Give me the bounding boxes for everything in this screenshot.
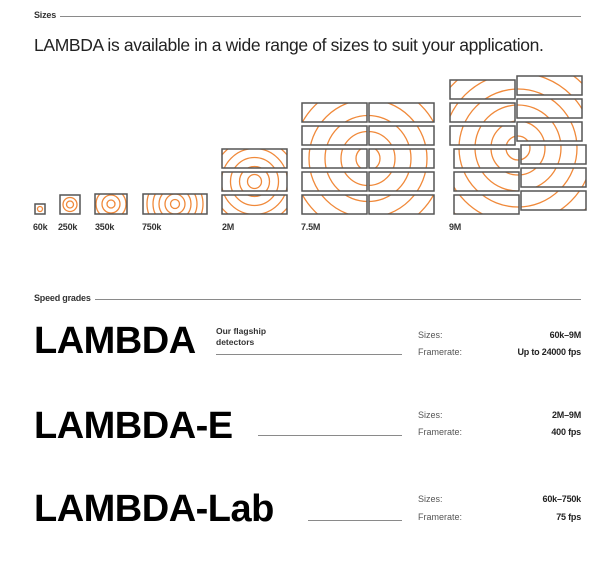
detector-7.5m-rings: [302, 103, 434, 214]
speed-grades-section-heading: Speed grades: [34, 293, 581, 303]
size-label-7.5m: 7.5M: [301, 222, 321, 232]
detector-250k-frame: [59, 194, 81, 215]
spec-framerate: Framerate: 400 fps: [418, 427, 581, 437]
detector-2m-frames: [221, 148, 288, 215]
detector-350k-frame: [94, 193, 128, 215]
size-label-750k: 750k: [142, 222, 162, 232]
grade-divider: [258, 435, 402, 436]
detector-750k-rings: [146, 194, 204, 214]
grade-lambda-lab: LAMBDA-Lab Sizes: 60k–750k Framerate: 75…: [34, 488, 581, 538]
spec-sizes: Sizes: 60k–750k: [418, 494, 581, 504]
detector-60k-frame: [34, 203, 46, 215]
size-label-250k: 250k: [58, 222, 78, 232]
detector-750k-frame: [142, 193, 208, 215]
sizes-heading-label: Sizes: [34, 10, 57, 20]
size-label-350k: 350k: [95, 222, 115, 232]
heading-divider: [94, 299, 581, 300]
grade-name: LAMBDA-E: [34, 405, 233, 447]
detector-250k-rings: [62, 196, 78, 213]
speed-grades-heading-label: Speed grades: [34, 293, 91, 303]
sizes-intro-text: LAMBDA is available in a wide range of s…: [34, 35, 544, 55]
grade-divider: [308, 520, 402, 521]
grade-name: LAMBDA-Lab: [34, 488, 274, 530]
grade-description: Our flagship detectors: [216, 326, 267, 347]
detector-2m-rings: [222, 149, 287, 214]
size-label-9m: 9M: [449, 222, 462, 232]
sizes-section-heading: Sizes: [34, 10, 581, 20]
grade-name: LAMBDA: [34, 320, 196, 362]
size-label-2m: 2M: [222, 222, 235, 232]
spec-sizes: Sizes: 60k–9M: [418, 330, 581, 340]
heading-divider: [60, 16, 581, 17]
detector-7.5m-frames: [301, 102, 435, 215]
size-label-60k: 60k: [33, 222, 48, 232]
spec-framerate: Framerate: Up to 24000 fps: [418, 347, 581, 357]
grade-lambda-e: LAMBDA-E Sizes: 2M–9M Framerate: 400 fps: [34, 405, 581, 455]
grade-divider: [216, 354, 402, 355]
detector-sizes-figure: [34, 75, 587, 215]
detector-9m-frames: [449, 75, 587, 215]
detector-350k-rings: [95, 194, 127, 214]
detector-60k-rings: [36, 205, 44, 213]
grade-lambda: LAMBDA Our flagship detectors Sizes: 60k…: [34, 320, 581, 370]
spec-framerate: Framerate: 75 fps: [418, 512, 581, 522]
spec-sizes: Sizes: 2M–9M: [418, 410, 581, 420]
